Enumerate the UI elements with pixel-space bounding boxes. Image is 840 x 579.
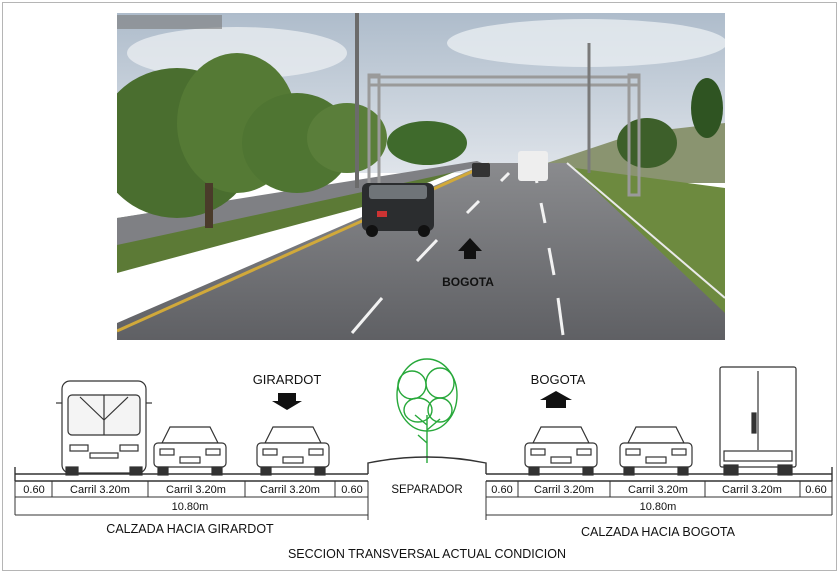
right-edge-shoulder: 0.60 xyxy=(805,484,826,496)
cross-section-drawing: GIRARDOT BOGOTA xyxy=(14,358,833,561)
car-icon xyxy=(524,426,598,476)
left-carriageway-name: CALZADA HACIA GIRARDOT xyxy=(106,522,274,536)
right-total-width: 10.80m xyxy=(640,501,677,513)
road-surface xyxy=(117,163,725,340)
figure-frame xyxy=(2,2,837,571)
section-title: SECCION TRANSVERSAL ACTUAL CONDICION xyxy=(288,547,566,561)
photo-overlay-label: BOGOTA xyxy=(442,275,494,289)
cross-section: GIRARDOT BOGOTA xyxy=(0,355,840,574)
right-lane-3: Carril 3.20m xyxy=(722,484,782,496)
car-icon xyxy=(619,426,693,476)
dimension-lines xyxy=(14,481,833,520)
truck-icon xyxy=(719,366,797,476)
road-photo: BOGOTA xyxy=(117,13,725,340)
sign-gantry xyxy=(367,73,641,197)
left-lane-3: Carril 3.20m xyxy=(260,484,320,496)
left-trees xyxy=(117,53,467,228)
bus-icon xyxy=(56,380,152,476)
right-carriageway-name: CALZADA HACIA BOGOTA xyxy=(581,525,736,539)
white-van xyxy=(518,151,548,181)
right-lane-1: Carril 3.20m xyxy=(534,484,594,496)
right-direction-label: BOGOTA xyxy=(531,372,586,387)
down-arrow-icon xyxy=(272,393,302,410)
left-lane-2: Carril 3.20m xyxy=(166,484,226,496)
car-icon xyxy=(153,426,227,476)
tree-icon xyxy=(396,358,458,463)
road-profile xyxy=(14,456,833,482)
right-lane-2: Carril 3.20m xyxy=(628,484,688,496)
left-total-width: 10.80m xyxy=(172,501,209,513)
left-direction-label: GIRARDOT xyxy=(253,372,322,387)
left-median-shoulder: 0.60 xyxy=(341,484,362,496)
left-edge-shoulder: 0.60 xyxy=(23,484,44,496)
right-median-shoulder: 0.60 xyxy=(491,484,512,496)
median-label: SEPARADOR xyxy=(391,484,462,496)
suv-vehicle xyxy=(362,183,434,237)
road-photo-illustration: BOGOTA xyxy=(117,13,725,340)
left-lane-1: Carril 3.20m xyxy=(70,484,130,496)
forward-arrow-icon xyxy=(458,238,482,259)
up-arrow-icon xyxy=(540,391,572,408)
car-icon xyxy=(256,426,330,476)
